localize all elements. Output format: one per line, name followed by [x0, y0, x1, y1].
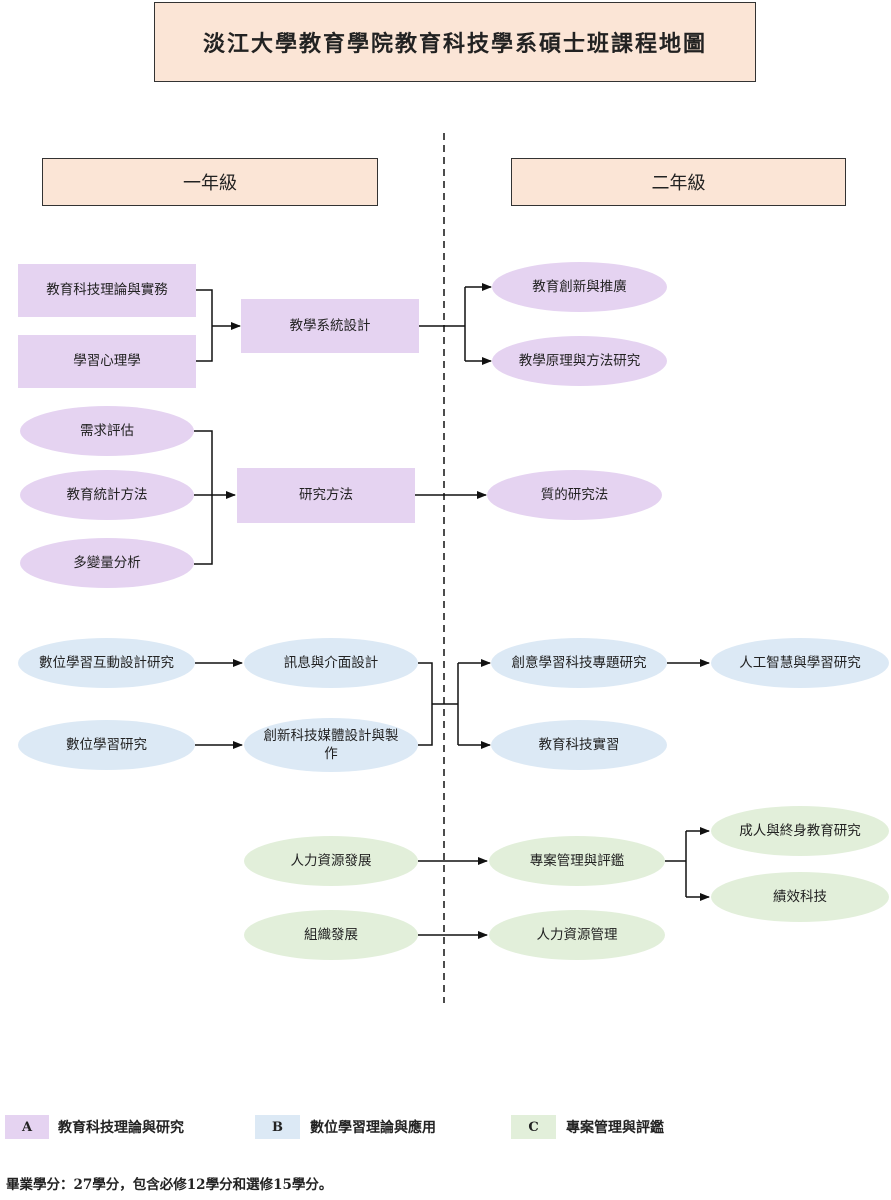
- course-multivariate-analysis: 多變量分析: [20, 538, 194, 588]
- course-hr-management: 人力資源管理: [489, 910, 665, 960]
- course-hr-development: 人力資源發展: [244, 836, 418, 886]
- legend-swatch-b: B: [255, 1115, 300, 1139]
- course-performance-technology: 績效科技: [711, 872, 889, 922]
- course-media-production: 創新科技媒體設計與製作: [244, 718, 418, 772]
- course-teaching-principles: 教學原理與方法研究: [492, 336, 667, 386]
- course-instructional-design: 教學系統設計: [241, 299, 419, 353]
- course-project-management: 專案管理與評鑑: [489, 836, 665, 886]
- legend-swatch-a: A: [5, 1115, 49, 1139]
- legend-label-c: 專案管理與評鑑: [566, 1120, 664, 1136]
- course-organization-development: 組織發展: [244, 910, 418, 960]
- legend-label-b: 數位學習理論與應用: [310, 1120, 436, 1136]
- course-creative-learning-tech: 創意學習科技專題研究: [491, 638, 667, 688]
- legend-swatch-c: C: [511, 1115, 556, 1139]
- course-adult-education: 成人與終身教育研究: [711, 806, 889, 856]
- course-ai-learning: 人工智慧與學習研究: [711, 638, 889, 688]
- course-message-interface-design: 訊息與介面設計: [244, 638, 418, 688]
- legend-label-a: 教育科技理論與研究: [58, 1120, 184, 1136]
- course-educational-innovation: 教育創新與推廣: [492, 262, 667, 312]
- course-learning-psychology: 學習心理學: [18, 335, 196, 388]
- course-digital-learning-research: 數位學習研究: [18, 720, 195, 770]
- course-research-methods: 研究方法: [237, 468, 415, 523]
- page-title: 淡江大學教育學院教育科技學系碩士班課程地圖: [154, 2, 756, 82]
- year-two-header: 二年級: [511, 158, 846, 206]
- course-edtech-practicum: 教育科技實習: [491, 720, 667, 770]
- course-theory-practice: 教育科技理論與實務: [18, 264, 196, 317]
- graduation-credits-note: 畢業學分：27學分，包含必修12學分和選修15學分。: [6, 1177, 333, 1193]
- course-digital-interaction-design: 數位學習互動設計研究: [18, 638, 195, 688]
- year-one-header: 一年級: [42, 158, 378, 206]
- course-educational-statistics: 教育統計方法: [20, 470, 194, 520]
- course-qualitative-research: 質的研究法: [487, 470, 662, 520]
- course-needs-assessment: 需求評估: [20, 406, 194, 456]
